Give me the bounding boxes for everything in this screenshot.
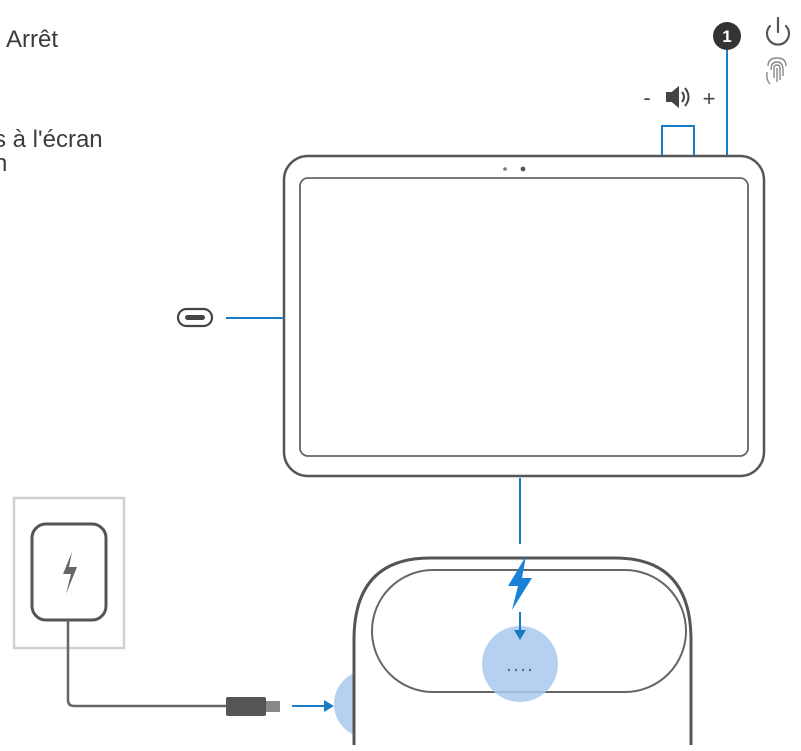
screen-label-line1: s à l'écran xyxy=(0,126,103,153)
charging-dock xyxy=(352,556,693,745)
volume-minus-label: - xyxy=(643,85,650,110)
power-icon xyxy=(765,16,791,46)
callout-number: 1 xyxy=(722,27,731,46)
usb-cable-plug-icon xyxy=(226,697,280,716)
dock-pogo-pins xyxy=(507,668,532,672)
button-callout-lines xyxy=(661,50,728,158)
tablet-screen xyxy=(299,177,749,457)
sensor-dot xyxy=(503,167,507,171)
charging-cable xyxy=(66,620,226,708)
screen-label-line2: n xyxy=(0,150,8,177)
power-off-label: Arrêt xyxy=(6,26,59,53)
fingerprint-icon xyxy=(766,57,787,85)
callout-badge: 1 xyxy=(713,22,741,50)
camera-dot xyxy=(520,166,526,172)
tablet xyxy=(282,154,766,478)
port-arrow-head xyxy=(324,700,334,712)
volume-icon xyxy=(666,85,690,109)
usb-c-port-icon xyxy=(176,307,214,328)
volume-plus-label: + xyxy=(703,86,716,111)
charging-bolt-icon xyxy=(508,556,532,610)
dock-arrow-head xyxy=(514,630,526,640)
dock-connector-highlight xyxy=(482,626,558,702)
